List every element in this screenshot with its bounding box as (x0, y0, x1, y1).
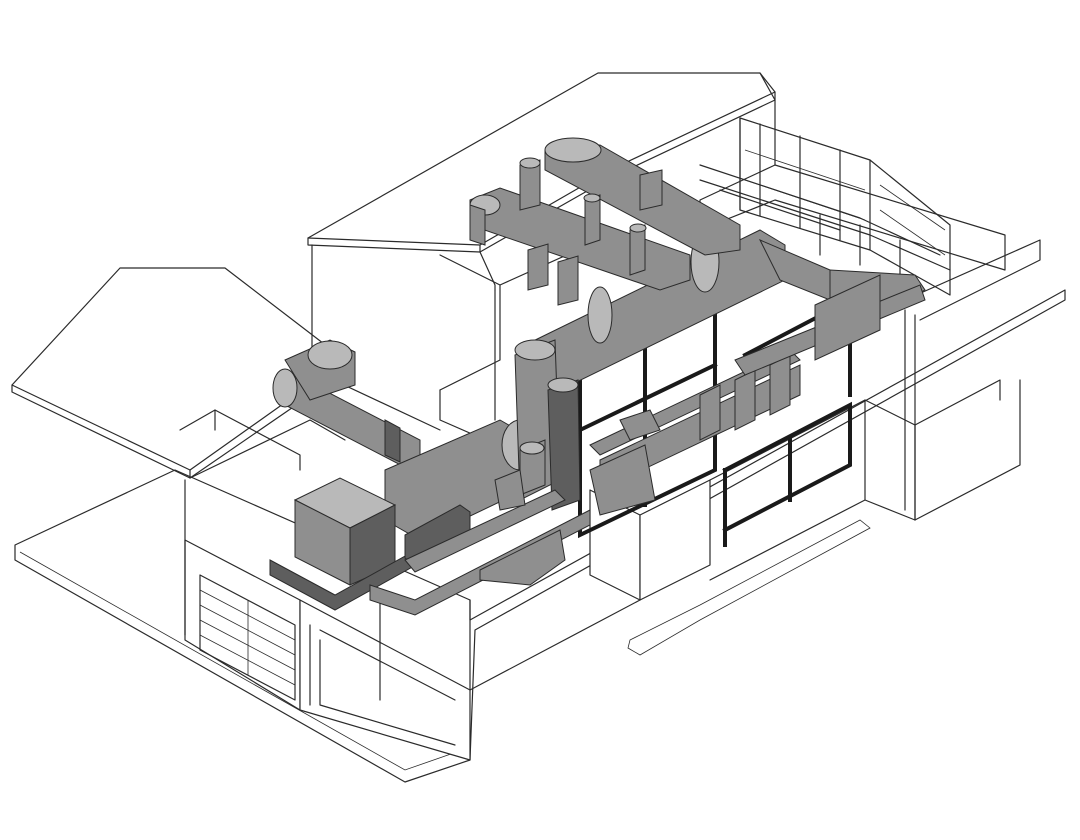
chiller-connection-pipes (369, 439, 591, 616)
steel-rack (699, 117, 951, 296)
pump-manifold (589, 274, 926, 516)
building-wireframe (14, 164, 1066, 783)
left-roof (11, 267, 351, 636)
louver-panel (199, 574, 296, 701)
chiller-unit (269, 419, 539, 611)
exhaust-duct (272, 339, 421, 476)
riser-branch-pipes (469, 137, 741, 306)
